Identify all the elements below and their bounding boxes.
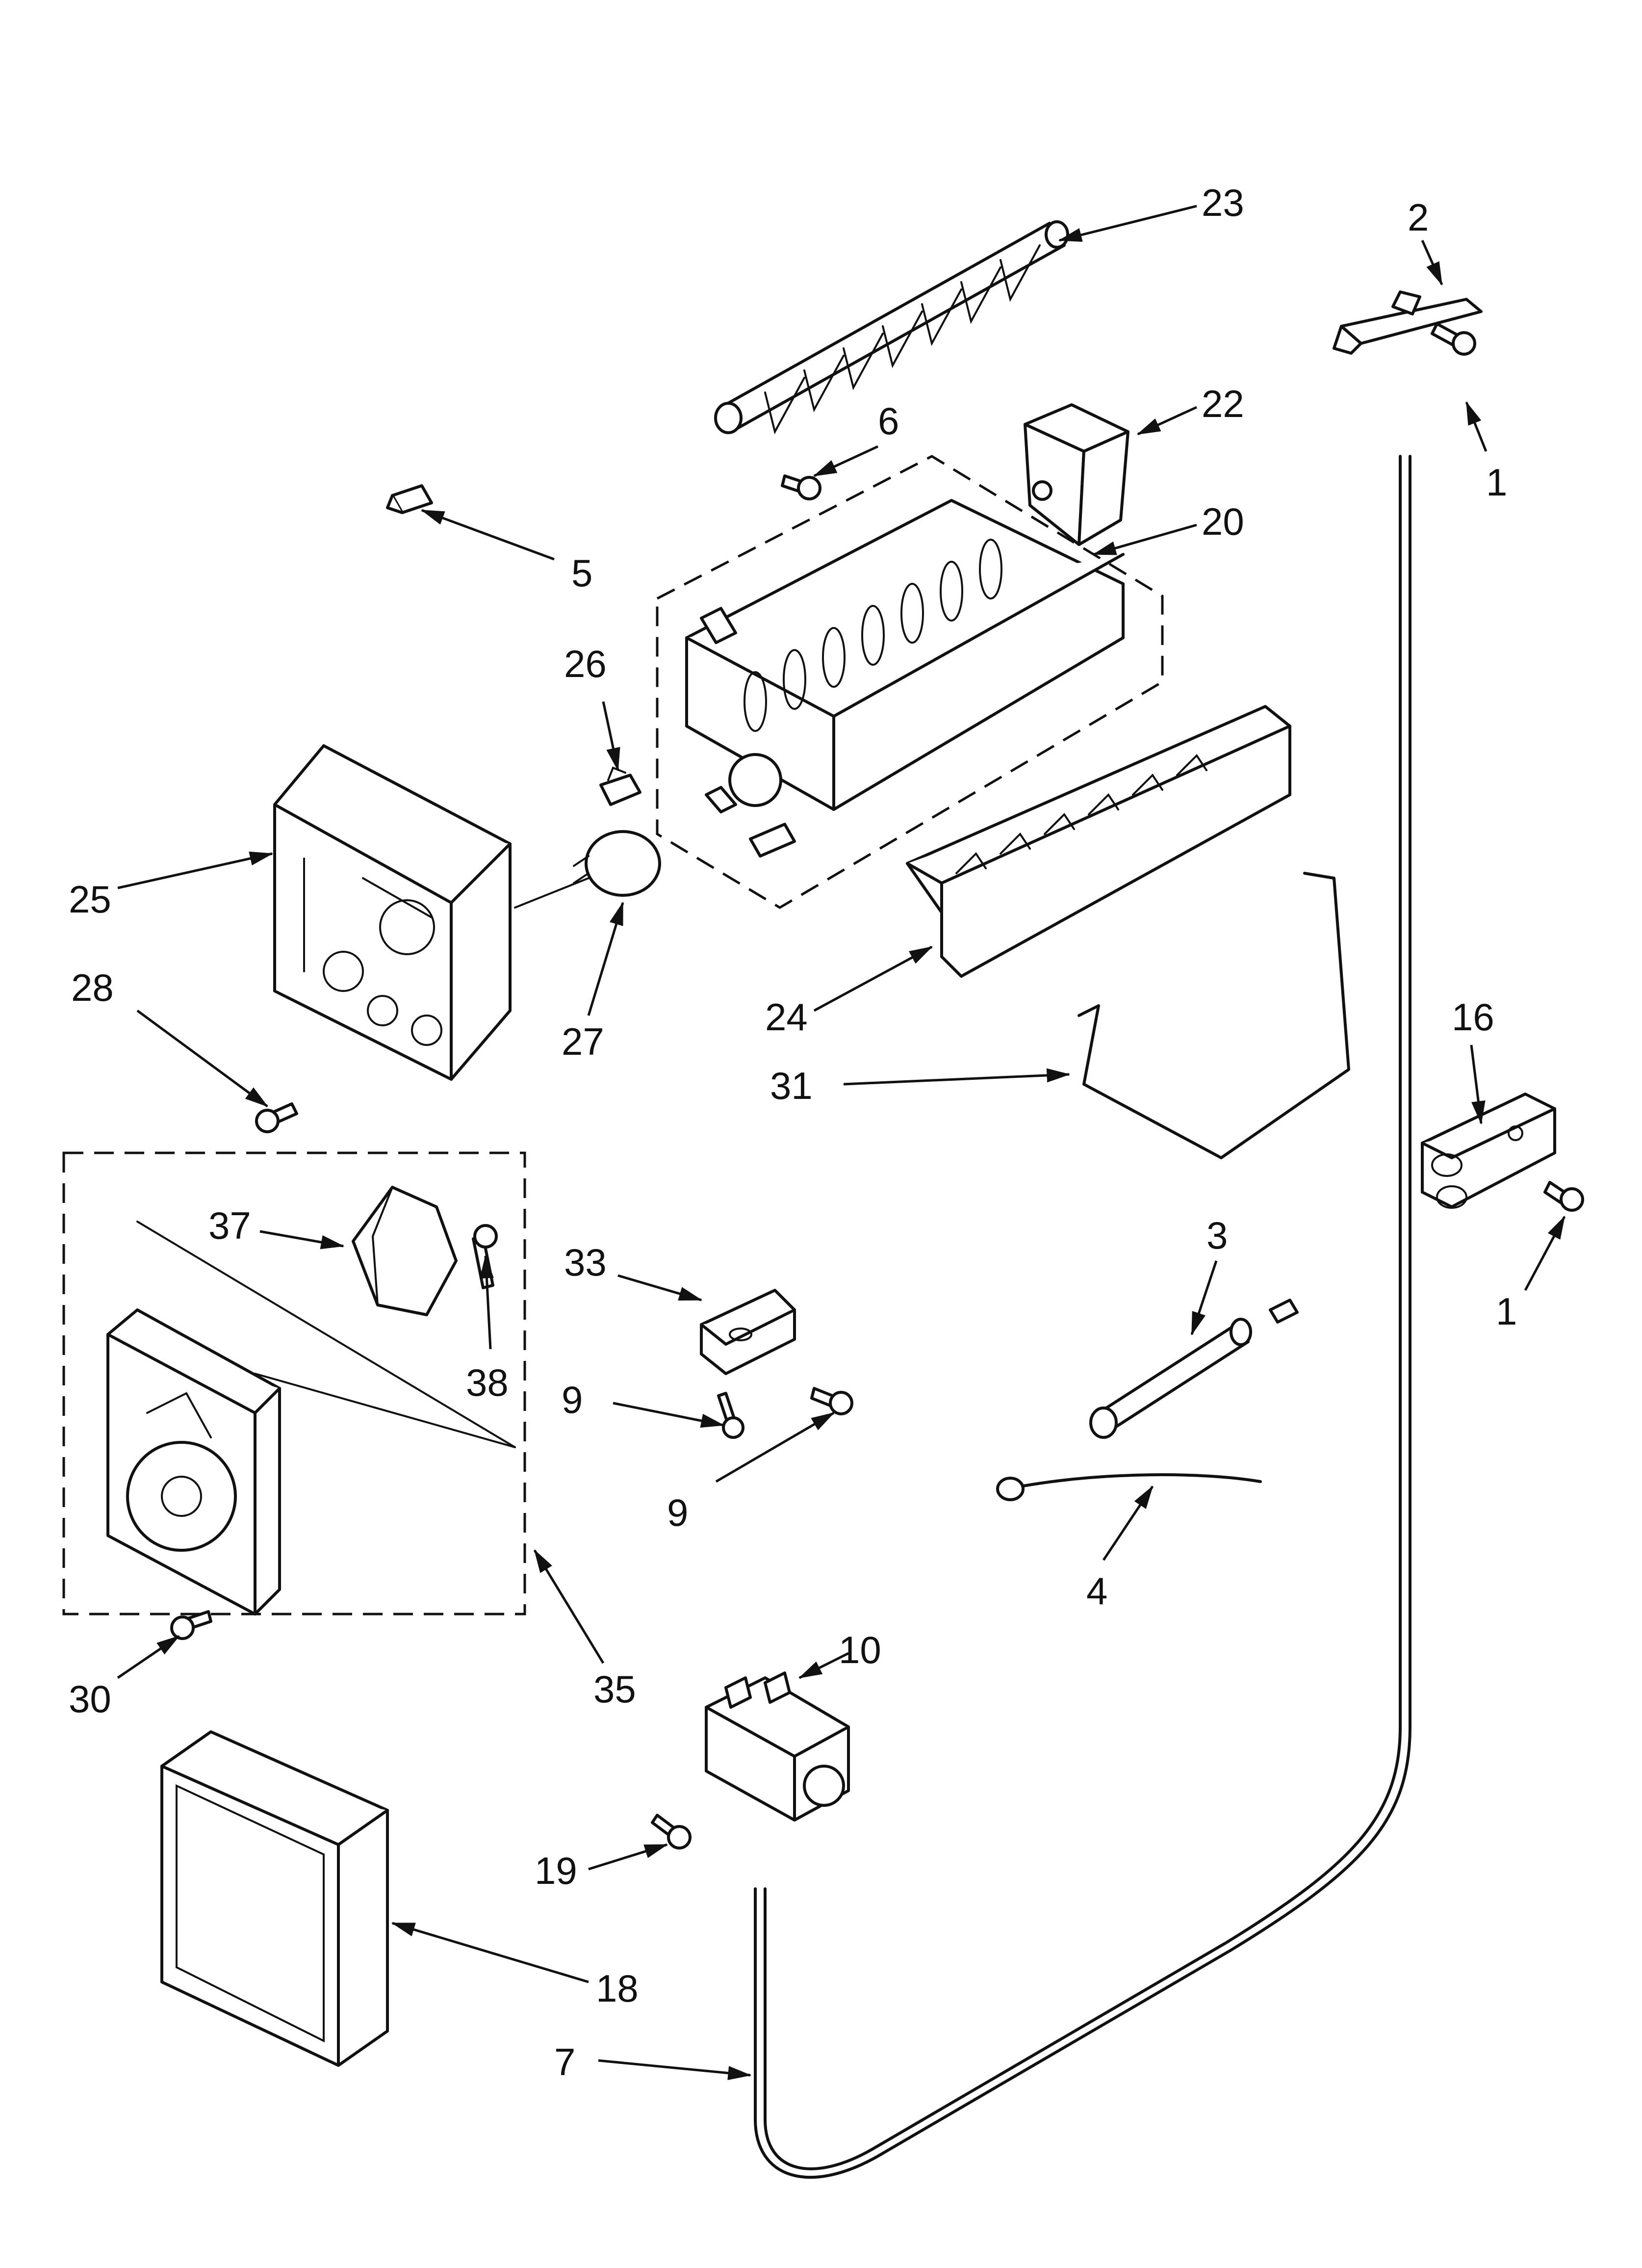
callout-23: 23 (1202, 181, 1244, 224)
callout-1-lower: 1 (1496, 1290, 1517, 1333)
callout-35: 35 (593, 1668, 636, 1711)
motor-alignment-line (136, 1221, 516, 1448)
assembly-boundary-35 (62, 1151, 526, 1616)
part-27-thermostat (573, 830, 661, 897)
part-28-screw (255, 1102, 298, 1133)
part-20-mold (685, 499, 1125, 858)
part-30-screw (170, 1610, 212, 1640)
part-5-clip (386, 484, 433, 514)
callout-10: 10 (839, 1628, 881, 1671)
callout-38: 38 (466, 1361, 509, 1404)
thermostat-wire (514, 877, 590, 909)
part-4-heater (996, 1473, 1262, 1501)
callout-22: 22 (1202, 382, 1244, 425)
callout-16: 16 (1452, 995, 1494, 1039)
part-23-ejector-shaft (714, 220, 1069, 435)
part-16-bracket (1421, 1093, 1556, 1209)
callout-5: 5 (571, 551, 592, 595)
callout-28: 28 (71, 966, 114, 1009)
part-33-bracket (700, 1289, 796, 1375)
callout-7: 7 (554, 2040, 575, 2084)
part-2-clip (1333, 290, 1483, 355)
part-18-cover (160, 1730, 389, 2067)
part-31-shutoff-arm (1078, 872, 1350, 1159)
part-22-stripper (1024, 403, 1129, 546)
callout-2: 2 (1408, 196, 1429, 239)
callout-4: 4 (1086, 1569, 1107, 1613)
callout-33: 33 (564, 1241, 607, 1284)
module-alignment-line (254, 1373, 516, 1448)
callout-20: 20 (1202, 500, 1244, 543)
callout-6: 6 (878, 399, 899, 443)
part-7-water-tube-inner (754, 455, 1411, 2179)
part-1-screw-upper (1431, 322, 1476, 356)
callout-9-left: 9 (562, 1378, 583, 1421)
callout-18: 18 (596, 1967, 639, 2010)
part-26-clip (599, 766, 641, 806)
callout-24: 24 (765, 995, 808, 1039)
callout-26: 26 (564, 642, 607, 685)
part-19-screw (651, 1814, 692, 1850)
part-24-front-cover (906, 705, 1291, 978)
callout-37: 37 (208, 1204, 251, 1247)
callout-3: 3 (1206, 1214, 1228, 1257)
part-6-screw (781, 474, 821, 500)
callout-19: 19 (535, 1849, 577, 1892)
callout-27: 27 (562, 1020, 604, 1063)
part-3-fitting (1089, 1299, 1299, 1439)
assembly-boundary-20 (656, 455, 1164, 909)
leader-lines (117, 205, 1566, 2080)
part-10-water-valve (705, 1671, 850, 1822)
callout-31: 31 (770, 1064, 813, 1107)
part-9-screw-left (717, 1392, 744, 1439)
callout-30: 30 (69, 1677, 111, 1721)
part-35-module (106, 1308, 281, 1616)
part-25-housing (273, 744, 512, 1081)
part-37-motor (352, 1186, 458, 1316)
part-7-water-tube (764, 455, 1402, 2170)
part-1-screw-lower (1543, 1181, 1584, 1212)
callout-9-right: 9 (667, 1491, 688, 1534)
callout-25: 25 (69, 878, 111, 921)
part-9-screw-right (810, 1387, 853, 1415)
callout-1-upper: 1 (1486, 461, 1507, 504)
